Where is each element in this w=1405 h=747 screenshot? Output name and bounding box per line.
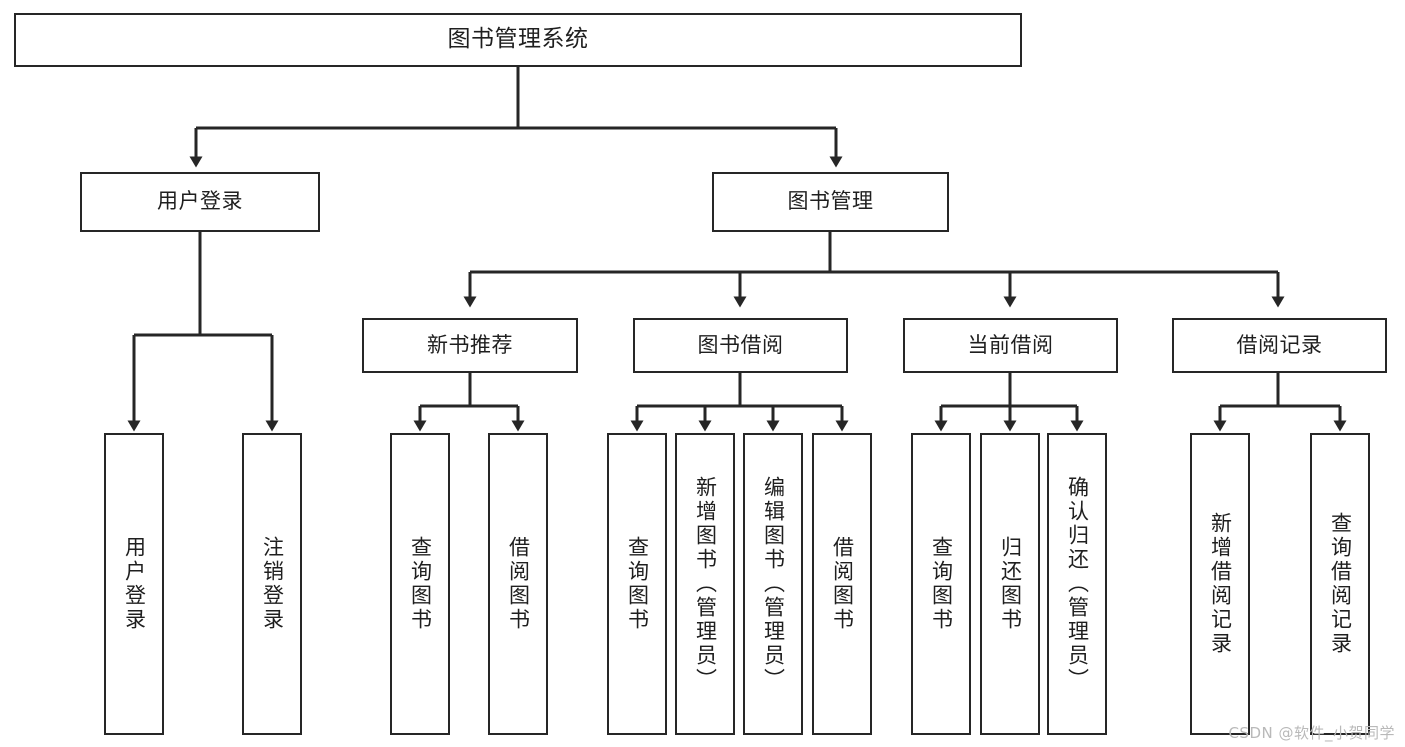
node-label: 借阅图书	[830, 536, 855, 632]
node-user-login[interactable]: 用户登录	[80, 172, 320, 232]
leaf-user-login[interactable]: 用户登录	[104, 433, 164, 735]
node-root-book-management-system[interactable]: 图书管理系统	[14, 13, 1022, 67]
leaf-query-book-current[interactable]: 查询图书	[911, 433, 971, 735]
node-label: 图书借阅	[697, 332, 784, 357]
leaf-add-borrowing-record[interactable]: 新增借阅记录	[1190, 433, 1250, 735]
node-label: 查询图书	[408, 536, 433, 632]
leaf-confirm-return-admin[interactable]: 确认归还（管理员）	[1047, 433, 1107, 735]
node-label: 查询图书	[625, 536, 650, 632]
csdn-watermark: CSDN @软件_小贺同学	[1228, 724, 1395, 742]
leaf-borrow-book-new-rec[interactable]: 借阅图书	[488, 433, 548, 735]
node-label: 用户登录	[122, 536, 147, 632]
node-label: 编辑图书（管理员）	[761, 476, 786, 692]
node-label: 注销登录	[260, 536, 285, 632]
leaf-borrow-book-borrowing[interactable]: 借阅图书	[812, 433, 872, 735]
node-label: 新书推荐	[427, 332, 513, 357]
node-borrowing-records[interactable]: 借阅记录	[1172, 318, 1387, 373]
node-label: 图书管理	[787, 189, 874, 214]
node-label: 归还图书	[998, 536, 1023, 632]
leaf-query-borrowing-record[interactable]: 查询借阅记录	[1310, 433, 1370, 735]
leaf-return-book[interactable]: 归还图书	[980, 433, 1040, 735]
node-current-borrowing[interactable]: 当前借阅	[903, 318, 1118, 373]
leaf-query-book-new-rec[interactable]: 查询图书	[390, 433, 450, 735]
node-new-book-recommendation[interactable]: 新书推荐	[362, 318, 578, 373]
leaf-logout-login[interactable]: 注销登录	[242, 433, 302, 735]
node-book-management[interactable]: 图书管理	[712, 172, 949, 232]
node-label: 借阅记录	[1236, 332, 1323, 357]
node-label: 当前借阅	[967, 332, 1054, 357]
node-label: 新增借阅记录	[1208, 512, 1233, 656]
node-label: 新增图书（管理员）	[693, 476, 718, 692]
node-label: 图书管理系统	[447, 26, 589, 53]
node-book-borrowing[interactable]: 图书借阅	[633, 318, 848, 373]
node-label: 查询图书	[929, 536, 954, 632]
leaf-edit-book-admin[interactable]: 编辑图书（管理员）	[743, 433, 803, 735]
leaf-add-book-admin[interactable]: 新增图书（管理员）	[675, 433, 735, 735]
leaf-query-book-borrowing[interactable]: 查询图书	[607, 433, 667, 735]
node-label: 查询借阅记录	[1328, 512, 1353, 656]
node-label: 确认归还（管理员）	[1065, 476, 1090, 692]
node-label: 用户登录	[157, 189, 243, 214]
node-label: 借阅图书	[506, 536, 531, 632]
